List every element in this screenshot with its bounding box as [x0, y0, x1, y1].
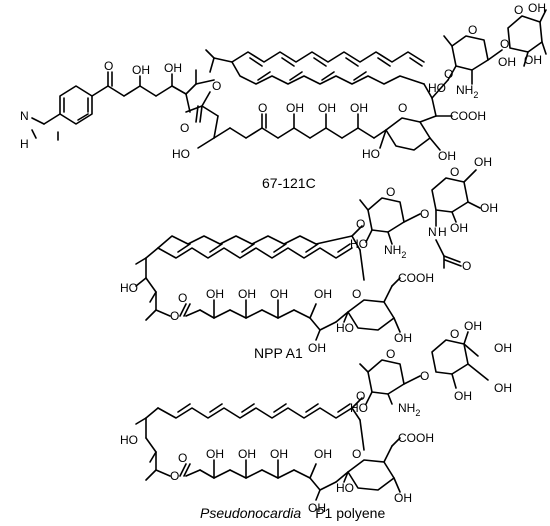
oh-label: OH — [498, 55, 516, 69]
oh-label: OH — [206, 447, 224, 461]
macrolactone-ring: HO O O O OH — [120, 389, 365, 515]
glycoside-o-label: O — [500, 37, 509, 51]
caption-67-121C: 67-121C — [262, 175, 316, 191]
structure-p1-polyene: HO O O O OH — [120, 319, 512, 521]
glycoside-o-label: O — [444, 67, 453, 81]
nh2-label: NH2 — [456, 83, 478, 100]
ester-o-label: O — [170, 309, 179, 323]
oh-label: OH — [350, 101, 368, 115]
ho-label: HO — [336, 481, 354, 495]
structure-67-121C: N H O OH OH — [20, 1, 547, 191]
ketone-o-label: O — [258, 101, 267, 115]
amide-h-label: H — [438, 225, 447, 239]
ho-label: HO — [172, 147, 190, 161]
carbonyl-o-label: O — [178, 291, 187, 305]
nh-hydrogen-label: H — [20, 137, 29, 151]
hemiketal-ring: O HO COOH OH — [336, 271, 434, 345]
caption-compound: P1 polyene — [315, 505, 385, 521]
oh-label: OH — [394, 491, 412, 505]
oh-label: OH — [474, 155, 492, 169]
caption-p1-polyene: Pseudonocardia P1 polyene — [200, 505, 385, 521]
cooh-label: COOH — [398, 431, 434, 445]
ho-label: HO — [120, 433, 138, 447]
ho-label: HO — [350, 401, 368, 415]
oh-label: OH — [238, 287, 256, 301]
oh-label: OH — [464, 319, 482, 333]
amide-n-label: N — [428, 225, 437, 239]
aminosugar: O NH2 HO O O OH OH OH OH — [350, 319, 512, 418]
sugar-o-label: O — [514, 3, 523, 17]
oh-label: OH — [480, 201, 498, 215]
carbonyl-o-label: O — [178, 451, 187, 465]
oh-label: OH — [308, 501, 326, 515]
sugar-o-label: O — [450, 327, 459, 341]
ho-label: HO — [428, 81, 446, 95]
macrolactone-ring: HO O O O — [120, 217, 365, 355]
ketone-o-label: O — [104, 59, 113, 73]
oh-label: OH — [314, 447, 332, 461]
oh-label: OH — [270, 447, 288, 461]
ho-label: HO — [336, 321, 354, 335]
ho-label: HO — [350, 237, 368, 251]
nh2-label: NH2 — [398, 401, 420, 418]
oh-label: OH — [314, 287, 332, 301]
oh-label: OH — [318, 101, 336, 115]
nh2-label: NH2 — [384, 243, 406, 260]
oh-label: OH — [450, 221, 468, 235]
glycoside-o-label: O — [420, 207, 429, 221]
sugar-o-label: O — [386, 347, 395, 361]
oh-label: OH — [270, 287, 288, 301]
caption-npp-a1: NPP A1 — [254, 345, 303, 361]
oh-label: OH — [454, 389, 472, 403]
oh-label: OH — [286, 101, 304, 115]
ester-o-label: O — [170, 469, 179, 483]
glycoside-o-label: O — [356, 217, 365, 231]
oh-label: OH — [524, 53, 542, 67]
aryl-ketone-fragment: N H O OH OH — [20, 59, 197, 151]
sugar-o-label: O — [468, 23, 477, 37]
oh-label: OH — [494, 381, 512, 395]
oh-label: OH — [494, 341, 512, 355]
ho-label: HO — [120, 281, 138, 295]
ring-o-label: O — [352, 287, 361, 301]
hemiketal-ring: O HO COOH OH — [336, 431, 434, 505]
hemiketal-ring: O HO COOH OH — [362, 101, 486, 163]
ester-o-label: O — [212, 79, 221, 93]
amide-o-label: O — [462, 259, 471, 273]
sugar-o-label: O — [450, 165, 459, 179]
structure-NPP-A1: HO O O O — [120, 155, 498, 361]
ho-label: HO — [362, 147, 380, 161]
macrolactone-ring: O O O — [172, 49, 453, 161]
carbonyl-o-label: O — [180, 121, 189, 135]
glycoside-o-label: O — [420, 369, 429, 383]
aminosugar: O NH2 HO O O OH OH OH N H O — [350, 155, 498, 273]
oh-label: OH — [394, 331, 412, 345]
cooh-label: COOH — [450, 109, 486, 123]
sugar-o-label: O — [386, 185, 395, 199]
glycoside-o-label: O — [356, 389, 365, 403]
n-label: N — [20, 109, 29, 123]
oh-label: OH — [528, 1, 546, 15]
ring-o-label: O — [398, 101, 407, 115]
oh-label: OH — [206, 287, 224, 301]
cooh-label: COOH — [398, 271, 434, 285]
oh-label: OH — [438, 149, 456, 163]
oh-label: OH — [164, 61, 182, 75]
oh-label: OH — [238, 447, 256, 461]
ring-o-label: O — [352, 447, 361, 461]
aminosugar: O NH2 HO O O OH OH OH — [428, 1, 547, 100]
oh-label: OH — [132, 63, 150, 77]
oh-label: OH — [308, 341, 326, 355]
caption-genus: Pseudonocardia — [200, 505, 301, 521]
